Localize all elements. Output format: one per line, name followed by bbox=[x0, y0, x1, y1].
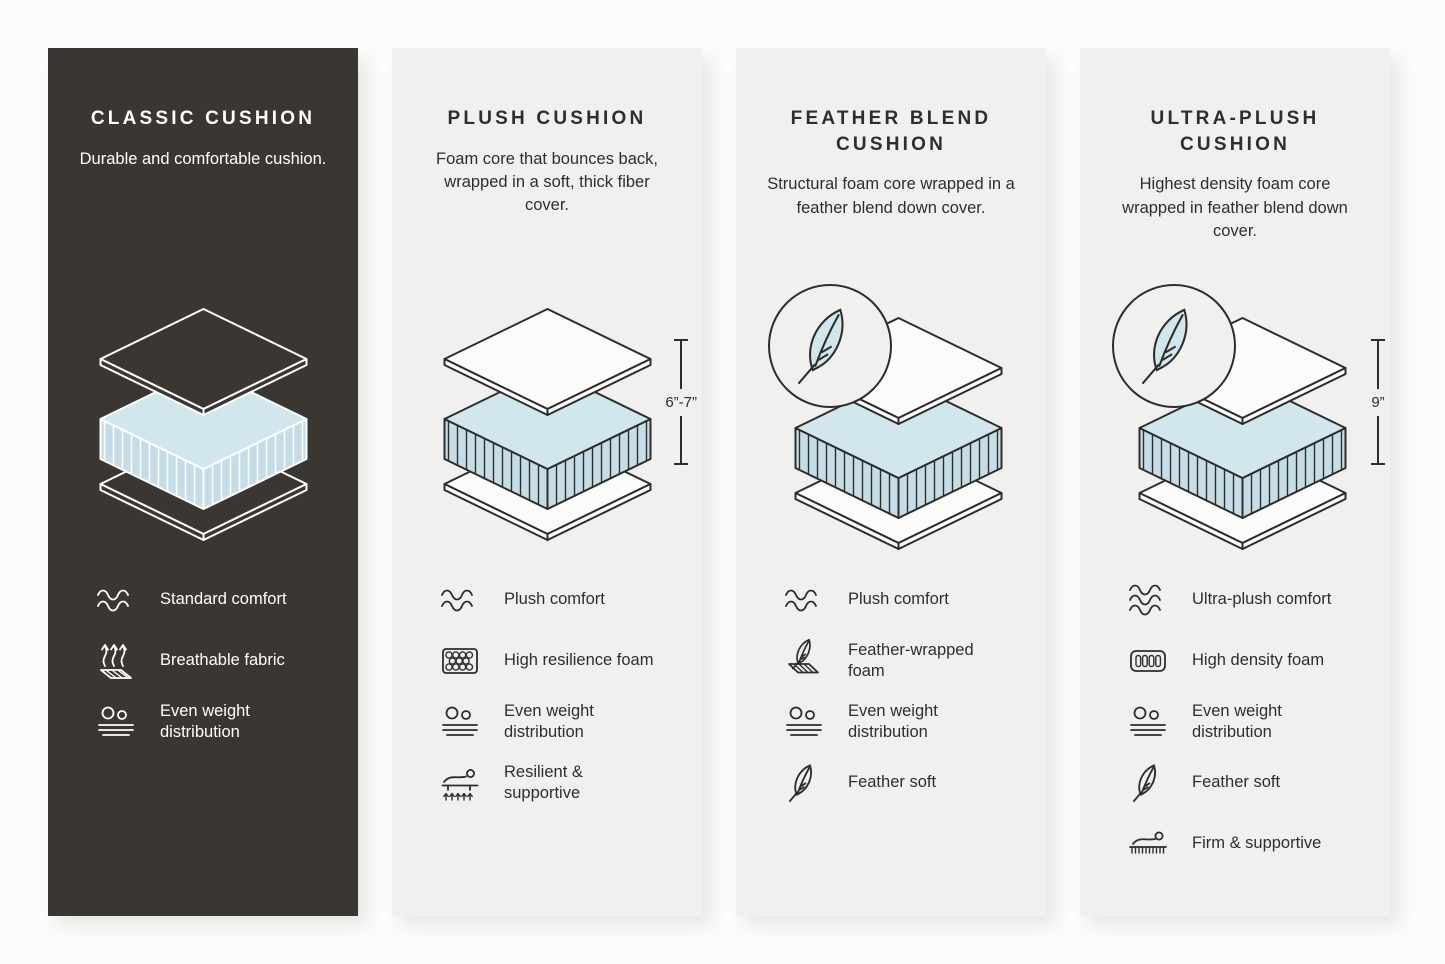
feature-label: Feather soft bbox=[848, 773, 937, 792]
foam-cells-icon bbox=[438, 639, 482, 683]
even-weight-icon bbox=[438, 700, 482, 744]
top-layer bbox=[99, 308, 307, 416]
feature-even-weight: Even weight distribution bbox=[94, 699, 344, 745]
cushion-layers-illustration bbox=[1112, 284, 1347, 550]
feature-plush-comfort: Plush comfort bbox=[782, 577, 1032, 623]
feature-high-resilience-foam: High resilience foam bbox=[438, 638, 688, 684]
feature-label: High resilience foam bbox=[504, 651, 654, 670]
feature-label: Standard comfort bbox=[160, 590, 287, 609]
illustration-area: 6”-7” bbox=[392, 273, 702, 563]
measure-cap bbox=[674, 463, 689, 465]
panel-header: ULTRA-PLUSH CUSHION Highest density foam… bbox=[1080, 48, 1390, 273]
feature-high-density-foam: High density foam bbox=[1126, 638, 1376, 684]
feather-badge bbox=[768, 284, 892, 408]
firm-icon bbox=[1126, 822, 1170, 866]
illustration-area bbox=[48, 273, 358, 563]
feature-breathable-fabric: Breathable fabric bbox=[94, 638, 344, 684]
feature-plush-comfort: Plush comfort bbox=[438, 577, 688, 623]
feather-badge bbox=[1112, 284, 1236, 408]
illustration-area bbox=[736, 273, 1046, 563]
feature-label: Feather-wrapped foam bbox=[848, 640, 974, 680]
foam-core-layer bbox=[99, 368, 307, 510]
even-weight-icon bbox=[94, 700, 138, 744]
foam-core-layer bbox=[443, 368, 651, 510]
panel-description: Structural foam core wrapped in a feathe… bbox=[767, 175, 1015, 217]
feature-list: Plush comfort High resilience foam bbox=[392, 563, 702, 821]
height-measurement: 6”-7” bbox=[665, 339, 697, 465]
even-weight-icon bbox=[1126, 700, 1170, 744]
panel-feather-blend-cushion: FEATHER BLEND CUSHION Structural foam co… bbox=[736, 48, 1046, 916]
feature-firm-supportive: Firm & supportive bbox=[1126, 821, 1376, 867]
measure-line bbox=[1377, 341, 1379, 389]
panel-description: Highest density foam core wrapped in fea… bbox=[1122, 175, 1348, 241]
cushion-layers-illustration bbox=[443, 308, 651, 541]
feature-feather-soft: Feather soft bbox=[1126, 760, 1376, 806]
measure-line bbox=[680, 341, 682, 389]
panel-title: ULTRA-PLUSH CUSHION bbox=[1150, 108, 1320, 155]
measure-cap bbox=[1371, 463, 1385, 465]
cushion-layers-illustration bbox=[768, 284, 1003, 550]
feature-label: Breathable fabric bbox=[160, 651, 285, 670]
feature-label: Even weight distribution bbox=[504, 701, 594, 741]
feature-feather-wrapped-foam: Feather-wrapped foam bbox=[782, 638, 1032, 684]
panel-ultra-plush-cushion: ULTRA-PLUSH CUSHION Highest density foam… bbox=[1080, 48, 1390, 916]
panel-header: FEATHER BLEND CUSHION Structural foam co… bbox=[736, 48, 1046, 273]
illustration-area: 9” bbox=[1080, 273, 1390, 563]
feature-label: High density foam bbox=[1192, 651, 1325, 670]
feature-label: Plush comfort bbox=[848, 590, 949, 609]
panel-title: FEATHER BLEND CUSHION bbox=[790, 108, 992, 155]
feature-feather-soft: Feather soft bbox=[782, 760, 1032, 806]
panel-plush-cushion: PLUSH CUSHION Foam core that bounces bac… bbox=[392, 48, 702, 916]
feature-even-weight: Even weight distribution bbox=[782, 699, 1032, 745]
feature-even-weight: Even weight distribution bbox=[438, 699, 688, 745]
waves-icon bbox=[438, 578, 482, 622]
feature-label: Resilient & supportive bbox=[504, 762, 583, 802]
measure-line bbox=[680, 415, 682, 463]
dense-foam-icon bbox=[1126, 639, 1170, 683]
measure-cap bbox=[674, 339, 689, 341]
height-measurement: 9” bbox=[1371, 339, 1385, 465]
panel-title: CLASSIC CUSHION bbox=[90, 108, 316, 129]
panel-header: CLASSIC CUSHION Durable and comfortable … bbox=[48, 48, 358, 273]
feather-icon bbox=[782, 761, 826, 805]
top-layer bbox=[443, 308, 651, 416]
feature-label: Even weight distribution bbox=[848, 701, 938, 741]
feature-label: Even weight distribution bbox=[160, 701, 250, 741]
breathable-icon bbox=[94, 639, 138, 683]
measure-label: 9” bbox=[1371, 393, 1385, 411]
feature-ultra-plush-comfort: Ultra-plush comfort bbox=[1126, 577, 1376, 623]
feature-label: Even weight distribution bbox=[1192, 701, 1282, 741]
measure-label: 6”-7” bbox=[665, 393, 697, 411]
measure-cap bbox=[1371, 339, 1385, 341]
recline-icon bbox=[438, 761, 482, 805]
feature-label: Plush comfort bbox=[504, 590, 605, 609]
even-weight-icon bbox=[782, 700, 826, 744]
feature-list: Ultra-plush comfort High density foam bbox=[1080, 563, 1390, 882]
feature-resilient-supportive: Resilient & supportive bbox=[438, 760, 688, 806]
panel-description: Durable and comfortable cushion. bbox=[79, 149, 327, 168]
feature-list: Plush comfort Feather-wrapped foam Even … bbox=[736, 563, 1046, 821]
panel-title: PLUSH CUSHION bbox=[447, 108, 647, 129]
feature-label: Feather soft bbox=[1192, 773, 1281, 792]
waves-icon bbox=[782, 578, 826, 622]
feature-even-weight: Even weight distribution bbox=[1126, 699, 1376, 745]
measure-line bbox=[1377, 415, 1379, 463]
waves3-icon bbox=[1126, 578, 1170, 622]
waves-icon bbox=[94, 578, 138, 622]
panel-description: Foam core that bounces back, wrapped in … bbox=[436, 149, 658, 215]
feature-standard-comfort: Standard comfort bbox=[94, 577, 344, 623]
feature-label: Ultra-plush comfort bbox=[1192, 590, 1332, 609]
feature-label: Firm & supportive bbox=[1192, 834, 1322, 853]
feather-icon bbox=[1126, 761, 1170, 805]
feather-foam-icon bbox=[782, 639, 826, 683]
panel-header: PLUSH CUSHION Foam core that bounces bac… bbox=[392, 48, 702, 273]
cushion-layers-illustration bbox=[99, 308, 307, 541]
feature-list: Standard comfort Breathable fabric bbox=[48, 563, 358, 760]
panel-classic-cushion: CLASSIC CUSHION Durable and comfortable … bbox=[48, 48, 358, 916]
